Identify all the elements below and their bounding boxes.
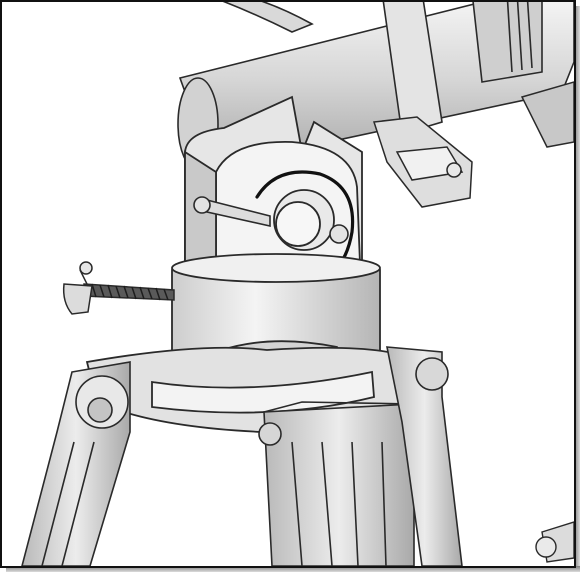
frame-shadow-bottom [6,566,580,572]
tripod-leg-right [386,346,463,566]
mount-illustration [21,2,574,566]
tripod-leg-front [258,401,415,566]
leg-lock-knob [535,521,574,563]
clamp-lever [193,196,349,244]
focuser-bracket [373,81,574,208]
frame-shadow-right [574,6,580,572]
tripod-leg-left [21,361,131,566]
altitude-axis-hub [273,189,335,251]
slow-motion-screw [62,261,175,315]
